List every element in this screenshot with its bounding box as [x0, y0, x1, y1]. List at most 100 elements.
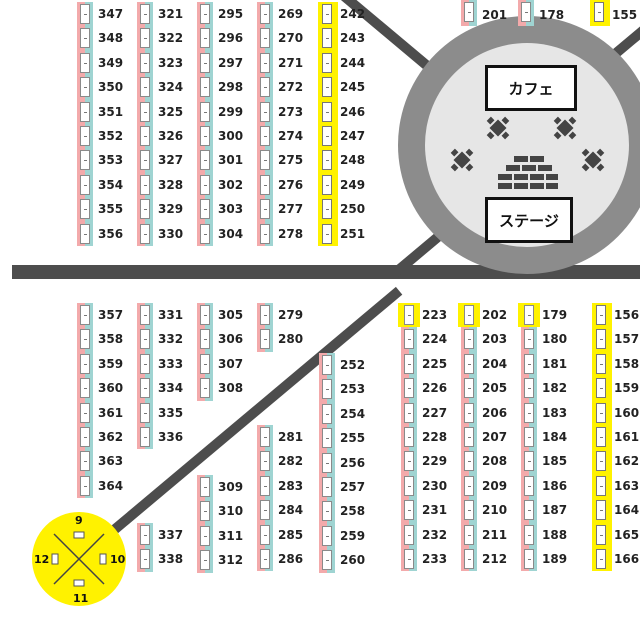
- booth-number[interactable]: 202: [482, 308, 508, 322]
- booth-marker[interactable]: [322, 77, 332, 98]
- booth-number[interactable]: 183: [542, 405, 568, 420]
- booth-number[interactable]: 232: [422, 527, 448, 542]
- booth-marker[interactable]: [200, 199, 210, 220]
- booth-marker[interactable]: [322, 174, 332, 195]
- booth-number[interactable]: 308: [218, 381, 244, 396]
- booth-number[interactable]: 204: [482, 356, 508, 371]
- booth-marker[interactable]: [140, 378, 150, 399]
- booth-number[interactable]: 328: [158, 177, 184, 192]
- booth-marker[interactable]: [322, 52, 332, 73]
- booth-number[interactable]: 225: [422, 356, 448, 371]
- booth-number[interactable]: 301: [218, 153, 244, 168]
- booth-marker[interactable]: [596, 402, 606, 423]
- booth-number[interactable]: 324: [158, 80, 184, 95]
- booth-marker[interactable]: [80, 4, 90, 24]
- booth-marker[interactable]: [524, 427, 534, 447]
- booth-marker[interactable]: [140, 353, 150, 374]
- booth-number[interactable]: 364: [98, 478, 124, 493]
- plaza-booth-top[interactable]: 9: [75, 514, 83, 527]
- booth-marker[interactable]: [80, 427, 90, 447]
- booth-marker[interactable]: [260, 52, 270, 73]
- booth-number[interactable]: 224: [422, 332, 448, 347]
- booth-marker[interactable]: [260, 475, 270, 496]
- booth-marker[interactable]: [524, 378, 534, 399]
- booth-marker[interactable]: [524, 524, 534, 545]
- booth-marker[interactable]: [322, 501, 332, 522]
- booth-marker[interactable]: [404, 451, 414, 472]
- booth-marker[interactable]: [322, 355, 332, 375]
- booth-marker[interactable]: [322, 223, 332, 244]
- booth-marker[interactable]: [464, 500, 474, 521]
- booth-marker[interactable]: [404, 378, 414, 399]
- booth-marker[interactable]: [140, 126, 150, 146]
- booth-number[interactable]: 231: [422, 503, 448, 518]
- booth-number[interactable]: 158: [614, 356, 640, 371]
- booth-marker[interactable]: [464, 2, 474, 22]
- booth-number[interactable]: 254: [340, 406, 366, 421]
- booth-number[interactable]: 255: [340, 431, 366, 446]
- booth-marker[interactable]: [464, 353, 474, 374]
- booth-number[interactable]: 354: [98, 177, 124, 192]
- booth-number[interactable]: 253: [340, 382, 366, 397]
- booth-marker[interactable]: [260, 126, 270, 146]
- booth-marker[interactable]: [140, 4, 150, 24]
- booth-marker[interactable]: [404, 475, 414, 496]
- booth-marker[interactable]: [80, 52, 90, 73]
- booth-number[interactable]: 282: [278, 454, 304, 469]
- booth-number[interactable]: 361: [98, 405, 124, 420]
- booth-marker[interactable]: [464, 549, 474, 569]
- booth-marker[interactable]: [596, 549, 606, 569]
- booth-number[interactable]: 251: [340, 226, 366, 241]
- booth-number[interactable]: 307: [218, 356, 244, 371]
- booth-number[interactable]: 273: [278, 104, 304, 119]
- booth-marker[interactable]: [596, 329, 606, 350]
- booth-marker[interactable]: [322, 379, 332, 400]
- booth-number[interactable]: 323: [158, 55, 184, 70]
- booth-number[interactable]: 242: [340, 7, 366, 21]
- booth-marker[interactable]: [140, 174, 150, 195]
- booth-number[interactable]: 326: [158, 129, 184, 143]
- booth-number[interactable]: 331: [158, 308, 184, 322]
- booth-number[interactable]: 356: [98, 226, 124, 241]
- booth-number[interactable]: 278: [278, 226, 304, 241]
- booth-number[interactable]: 223: [422, 308, 448, 322]
- booth-marker[interactable]: [140, 305, 150, 325]
- booth-marker[interactable]: [80, 174, 90, 195]
- booth-marker[interactable]: [260, 305, 270, 325]
- booth-marker[interactable]: [404, 500, 414, 521]
- booth-number[interactable]: 276: [278, 177, 304, 192]
- booth-number[interactable]: 300: [218, 129, 244, 143]
- booth-number[interactable]: 188: [542, 527, 568, 542]
- booth-marker[interactable]: [200, 501, 210, 522]
- booth-number[interactable]: 337: [158, 528, 184, 542]
- booth-number[interactable]: 352: [98, 129, 124, 143]
- booth-marker[interactable]: [80, 451, 90, 472]
- booth-number[interactable]: 332: [158, 332, 184, 347]
- booth-marker[interactable]: [464, 475, 474, 496]
- booth-marker[interactable]: [140, 525, 150, 545]
- plaza-booth-right[interactable]: 10: [110, 553, 126, 566]
- booth-marker[interactable]: [524, 500, 534, 521]
- booth-number[interactable]: 258: [340, 504, 366, 519]
- booth-number[interactable]: 355: [98, 202, 124, 217]
- booth-number[interactable]: 212: [482, 552, 508, 566]
- booth-number[interactable]: 303: [218, 202, 244, 217]
- booth-number[interactable]: 206: [482, 405, 508, 420]
- booth-marker[interactable]: [596, 305, 606, 325]
- booth-marker[interactable]: [404, 402, 414, 423]
- booth-number[interactable]: 353: [98, 153, 124, 168]
- booth-number[interactable]: 348: [98, 31, 124, 46]
- booth-marker[interactable]: [200, 150, 210, 171]
- booth-marker[interactable]: [521, 2, 531, 22]
- booth-marker[interactable]: [464, 378, 474, 399]
- booth-number[interactable]: 161: [614, 430, 640, 444]
- booth-number[interactable]: 306: [218, 332, 244, 347]
- booth-marker[interactable]: [80, 378, 90, 399]
- booth-number[interactable]: 211: [482, 527, 508, 542]
- booth-number[interactable]: 358: [98, 332, 124, 347]
- booth-number[interactable]: 259: [340, 528, 366, 543]
- booth-number[interactable]: 297: [218, 55, 244, 70]
- booth-number[interactable]: 247: [340, 129, 366, 143]
- booth-number[interactable]: 227: [422, 405, 448, 420]
- booth-number[interactable]: 302: [218, 177, 244, 192]
